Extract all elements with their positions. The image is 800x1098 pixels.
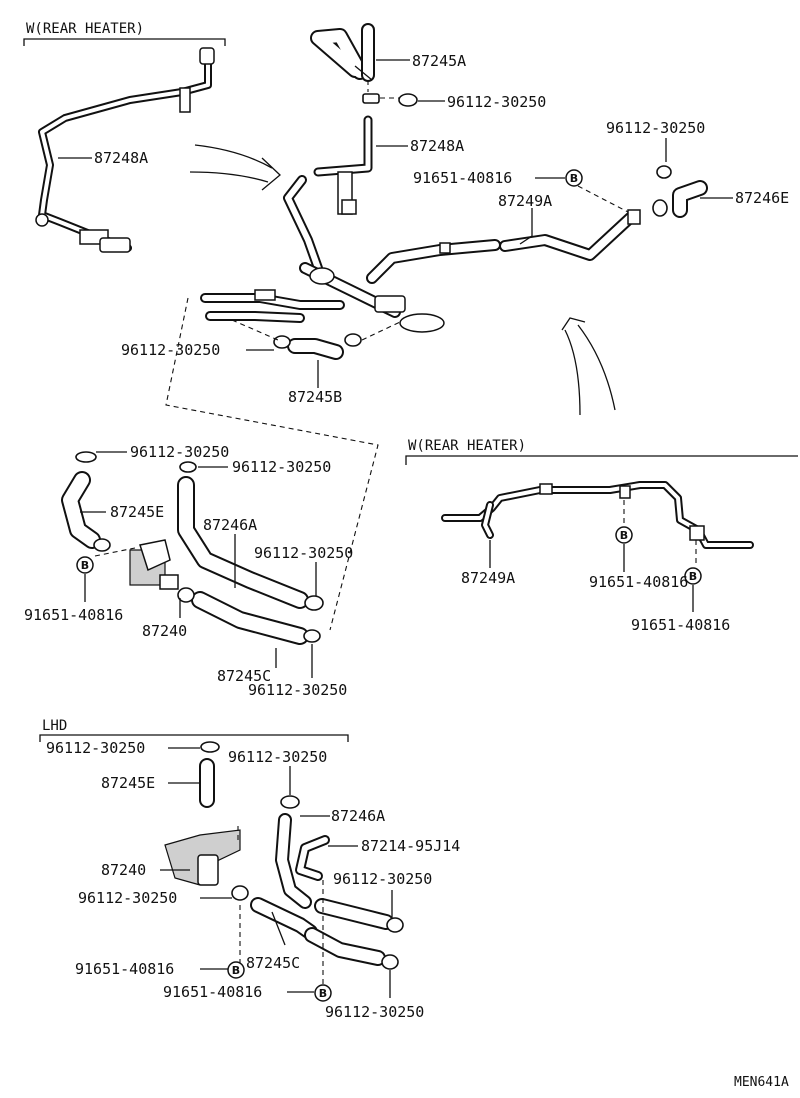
pipe-87249a-rear	[441, 481, 754, 565]
svg-text:B: B	[319, 987, 327, 1000]
label-96112-a2: 96112-30250	[232, 458, 331, 476]
label-96112-l2: 96112-30250	[228, 748, 327, 766]
section-header-rear-heater-right: W(REAR HEATER)	[405, 438, 798, 465]
label-87248a-center: 87248A	[410, 137, 464, 155]
connector-bolt-to-87249a	[577, 185, 629, 213]
label-91651-r1: 91651-40816	[589, 573, 688, 591]
label-96112-clamp-top: 96112-30250	[447, 93, 546, 111]
pipe-87248a-rear	[35, 47, 215, 253]
bolt-marker-center: B	[565, 169, 583, 187]
lhd-assembly	[164, 741, 404, 985]
label-96112-a1: 96112-30250	[130, 443, 229, 461]
direction-arrow-2	[561, 317, 616, 416]
label-96112-l1: 96112-30250	[46, 739, 145, 757]
label-96112-l4: 96112-30250	[78, 889, 177, 907]
label-87245e-l: 87245E	[101, 774, 155, 792]
svg-text:B: B	[570, 172, 578, 185]
hose-87245b	[231, 319, 401, 360]
bolt-marker-middle-left: B	[76, 556, 94, 574]
middle-left-assembly	[61, 451, 324, 645]
hose-87249a-center	[366, 209, 641, 284]
label-96112-a4: 96112-30250	[248, 681, 347, 699]
label-87240-a: 87240	[142, 622, 187, 640]
label-96112-l3: 96112-30250	[333, 870, 432, 888]
label-91651-a: 91651-40816	[24, 606, 123, 624]
label-87245a: 87245A	[412, 52, 466, 70]
svg-text:B: B	[620, 529, 628, 542]
section-title-rear-heater-top: W(REAR HEATER)	[26, 21, 144, 37]
label-87240-l: 87240	[101, 861, 146, 879]
label-87248a-left: 87248A	[94, 149, 148, 167]
label-87245c-l: 87245C	[246, 954, 300, 972]
label-87246e: 87246E	[735, 189, 789, 207]
bolt-marker-right-2: B	[684, 567, 702, 585]
label-87249a-center: 87249A	[498, 192, 552, 210]
section-title-rear-heater-right: W(REAR HEATER)	[408, 438, 526, 454]
connector-section-boundary	[165, 297, 379, 631]
hose-87245a	[310, 23, 375, 82]
part-labels: 87248A 87245A 96112-30250 87248A 96112-3…	[24, 52, 789, 1090]
label-91651-r2: 91651-40816	[631, 616, 730, 634]
label-87249a-right: 87249A	[461, 569, 515, 587]
label-96112-a3: 96112-30250	[254, 544, 353, 562]
label-91651-center: 91651-40816	[413, 169, 512, 187]
label-91651-l1: 91651-40816	[75, 960, 174, 978]
direction-arrow-1	[189, 144, 281, 191]
bolt-marker-lhd-1: B	[227, 961, 245, 979]
label-91651-l2: 91651-40816	[163, 983, 262, 1001]
label-87245b: 87245B	[288, 388, 342, 406]
bolt-marker-right-1: B	[615, 526, 633, 544]
label-87245c-a: 87245C	[217, 667, 271, 685]
svg-text:B: B	[81, 559, 89, 572]
label-96112-clamp-right: 96112-30250	[606, 119, 705, 137]
label-87246a-a: 87246A	[203, 516, 257, 534]
connector-clamp-top	[367, 80, 400, 99]
valve-body-center	[200, 262, 445, 333]
label-87245e-a: 87245E	[110, 503, 164, 521]
svg-text:B: B	[232, 964, 240, 977]
clamp-top-pair	[362, 93, 418, 107]
section-title-lhd: LHD	[42, 718, 67, 734]
leader-lines	[58, 59, 733, 998]
pipe-87248a-center	[283, 115, 373, 273]
svg-text:B: B	[689, 570, 697, 583]
bolt-marker-lhd-2: B	[314, 984, 332, 1002]
label-96112-l5: 96112-30250	[325, 1003, 424, 1021]
figure-code: MEN641A	[734, 1075, 789, 1090]
label-87214: 87214-95J14	[361, 837, 460, 855]
section-header-rear-heater-top: W(REAR HEATER)	[23, 21, 226, 46]
label-87246a-l: 87246A	[331, 807, 385, 825]
hose-87246e	[652, 165, 708, 218]
label-96112-clamp-mid: 96112-30250	[121, 341, 220, 359]
section-header-lhd: LHD	[39, 718, 349, 742]
